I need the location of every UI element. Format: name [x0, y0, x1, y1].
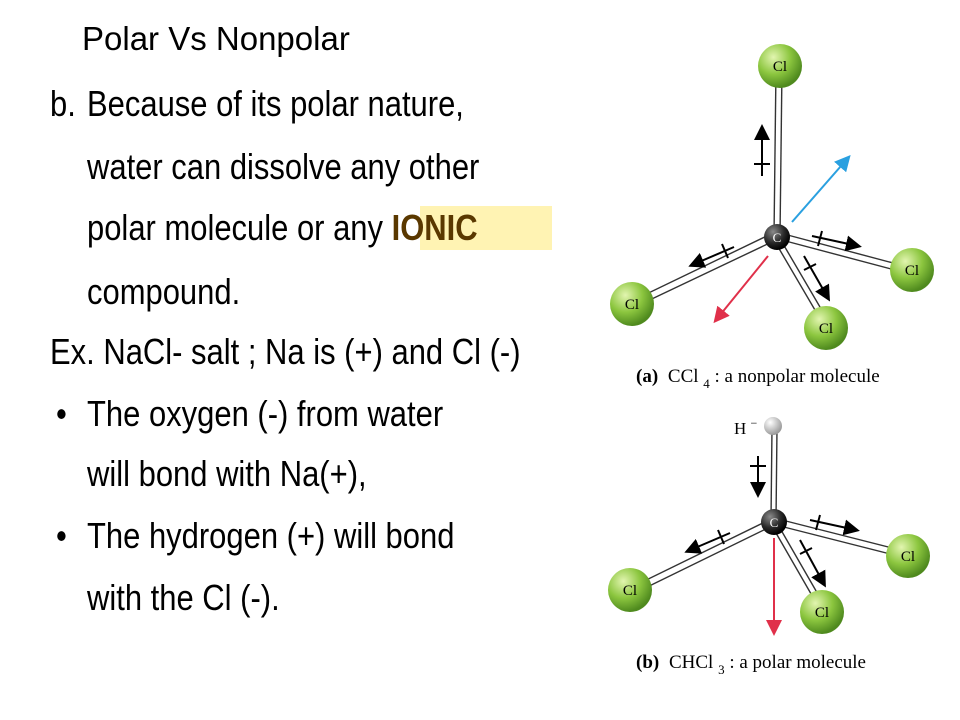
item-b-line-4: compound.	[87, 270, 240, 314]
example-text: Ex. NaCl- salt ; Na is (+) and Cl (-)	[50, 331, 521, 372]
bullet-2-marker: •	[56, 514, 67, 558]
caption-formula: CCl	[668, 366, 699, 387]
item-b-marker: b.	[50, 83, 76, 124]
bullet-2-line-2: with the Cl (-).	[87, 576, 280, 620]
atom-label: Cl	[815, 605, 829, 621]
bullet-1-line-1: The oxygen (-) from water	[87, 392, 443, 436]
h-superscript: −	[751, 416, 758, 430]
chlorine-atom	[608, 568, 652, 612]
bullet-2-text-1: The hydrogen (+) will bond	[87, 515, 455, 556]
ccl4-molecule: Cl Cl Cl Cl C	[610, 44, 934, 350]
example-line: Ex. NaCl- salt ; Na is (+) and Cl (-)	[50, 330, 521, 374]
caption-letter: (b)	[636, 652, 659, 673]
atom-label: Cl	[901, 549, 915, 565]
bullet-1-line-2: will bond with Na(+),	[87, 452, 367, 496]
atom-label: Cl	[625, 297, 639, 313]
atom-label: C	[770, 515, 779, 530]
bullet-1-text-2: will bond with Na(+),	[87, 453, 367, 494]
bullet-icon: •	[56, 515, 67, 556]
bullet-2-text-2: with the Cl (-).	[87, 577, 280, 618]
caption-rest: : a nonpolar molecule	[715, 366, 880, 387]
chlorine-atom	[758, 44, 802, 88]
chlorine-atom	[886, 534, 930, 578]
chlorine-atom	[610, 282, 654, 326]
item-b-line-3: polar molecule or any IONIC	[87, 206, 478, 250]
ionic-highlight	[420, 206, 552, 250]
bullet-icon: •	[56, 393, 67, 434]
item-b-line-1: Because of its polar nature,	[87, 82, 464, 126]
carbon-atom	[764, 224, 790, 250]
item-b-text-2: water can dissolve any other	[87, 146, 480, 187]
bullet-2-line-1: The hydrogen (+) will bond	[87, 514, 454, 558]
hydrogen-label: H −	[734, 416, 758, 438]
item-b-text-4: compound.	[87, 271, 241, 312]
caption-rest: : a polar molecule	[729, 652, 866, 673]
atom-label: C	[773, 230, 782, 245]
atom-label: Cl	[773, 59, 787, 75]
bullet-1-text-1: The oxygen (-) from water	[87, 393, 444, 434]
chlorine-atom	[804, 306, 848, 350]
caption-formula: CHCl	[669, 652, 713, 673]
chlorine-atom	[890, 248, 934, 292]
slide-title: Polar Vs Nonpolar	[82, 20, 350, 57]
hydrogen-atom	[764, 417, 782, 435]
ionic-keyword: IONIC	[391, 207, 478, 248]
chcl3-molecule: H − Cl Cl Cl C	[608, 416, 930, 636]
carbon-atom	[761, 509, 787, 535]
caption-subscript: 3	[718, 662, 725, 677]
item-b-text-1: Because of its polar nature,	[87, 83, 464, 124]
chlorine-atom	[800, 590, 844, 634]
caption-subscript: 4	[703, 376, 710, 391]
atom-label: Cl	[623, 583, 637, 599]
molecule-diagrams: Cl Cl Cl Cl C (a) CCl 4 : a nonpolar mol…	[608, 44, 934, 679]
caption-chcl3: (b) CHCl 3 : a polar molecule	[636, 652, 866, 679]
atom-label: Cl	[905, 263, 919, 279]
item-b: b.	[50, 82, 76, 126]
caption-ccl4: (a) CCl 4 : a nonpolar molecule	[636, 366, 880, 393]
caption-letter: (a)	[636, 366, 658, 387]
bullet-1-marker: •	[56, 392, 67, 436]
h-letter: H	[734, 419, 746, 438]
atom-label: Cl	[819, 321, 833, 337]
item-b-text-3: polar molecule or any	[87, 207, 384, 248]
item-b-line-2: water can dissolve any other	[87, 145, 479, 189]
